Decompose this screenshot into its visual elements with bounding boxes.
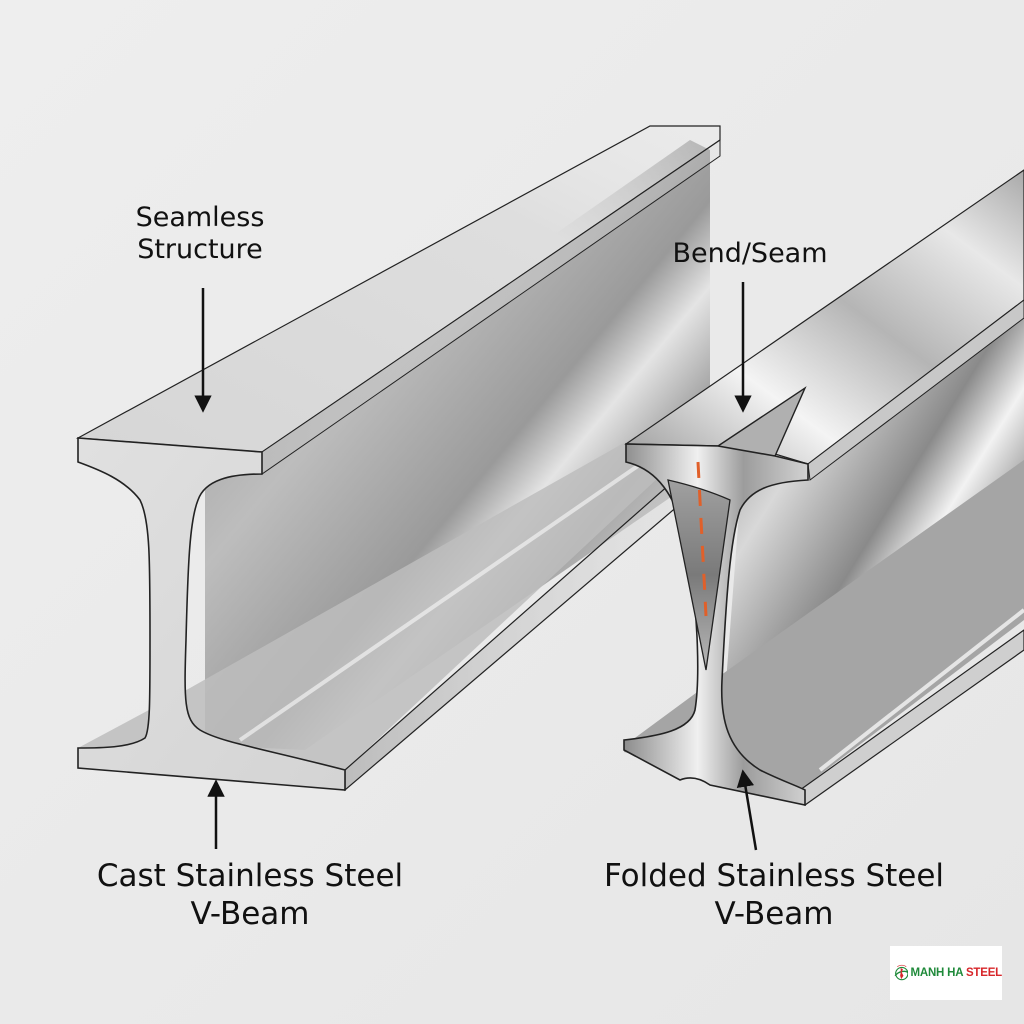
folded-caption-line2: V-Beam — [714, 895, 834, 932]
cast-beam-cross-section — [77, 437, 346, 791]
folded-beam — [623, 169, 1024, 806]
seamless-label-line1: Seamless — [135, 202, 265, 233]
cast-caption-line1: Cast Stainless Steel — [96, 858, 404, 894]
seamless-structure-label: Seamless Structure — [100, 202, 300, 266]
cast-beam — [75, 125, 721, 792]
cast-beam-web — [205, 140, 710, 750]
cast-caption-line2: V-Beam — [190, 895, 310, 932]
folded-caption-line1: Folded Stainless Steel — [603, 858, 945, 894]
globe-map-icon — [894, 964, 909, 981]
folded-beam-bottom-flange — [624, 460, 1024, 790]
cast-beam-caption: Cast Stainless Steel V-Beam — [60, 858, 440, 934]
logo-text-manh-ha: MANH HA — [910, 967, 966, 979]
logo-text: MANH HA STEEL — [910, 967, 1002, 979]
bend-seam-label-text: Bend/Seam — [672, 238, 828, 269]
seamless-label-line2: Structure — [137, 233, 263, 265]
folded-beam-caption: Folded Stainless Steel V-Beam — [584, 858, 964, 934]
logo-text-steel: STEEL — [965, 967, 1002, 979]
bend-seam-label: Bend/Seam — [640, 238, 860, 270]
cast-beam-bottom-flange — [78, 400, 720, 770]
manh-ha-steel-logo: MANH HA STEEL — [890, 946, 1002, 1000]
folded-beam-inner-v — [667, 479, 731, 671]
folded-caption-arrow — [736, 769, 758, 851]
